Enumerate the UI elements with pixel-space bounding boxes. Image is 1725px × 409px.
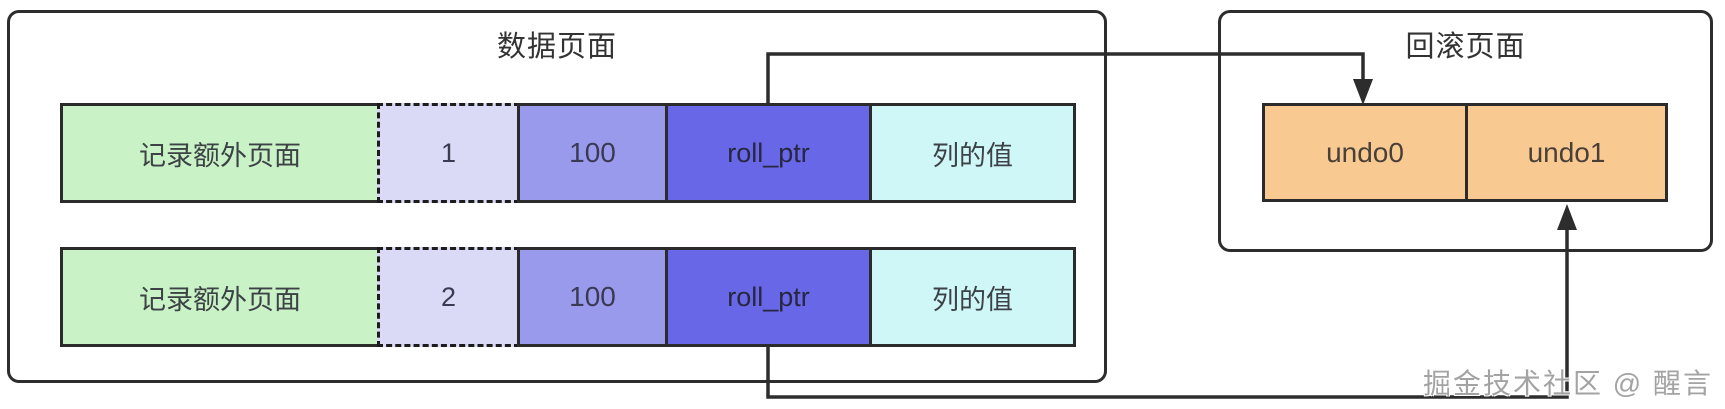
watermark-text: 掘金技术社区 @ 醒言 (1423, 368, 1713, 399)
row2-value-cell: 100 (517, 247, 668, 347)
row2-trx-id-cell: 2 (377, 247, 520, 347)
rollback-page-title: 回滚页面 (1405, 31, 1526, 63)
undo1-cell: undo1 (1465, 103, 1668, 202)
row2-record-extra-page-cell: 记录额外页面 (60, 247, 380, 347)
undo0-cell: undo0 (1262, 103, 1468, 202)
row1-record-extra-page-cell: 记录额外页面 (60, 103, 380, 203)
row1-roll-ptr-cell: roll_ptr (665, 103, 872, 203)
row2-roll-ptr-cell: roll_ptr (665, 247, 872, 347)
row1-value-cell: 100 (517, 103, 668, 203)
data-page-title: 数据页面 (496, 31, 617, 63)
row2-column-value-cell: 列的值 (869, 247, 1076, 347)
row1-trx-id-cell: 1 (377, 103, 520, 203)
row1-column-value-cell: 列的值 (869, 103, 1076, 203)
